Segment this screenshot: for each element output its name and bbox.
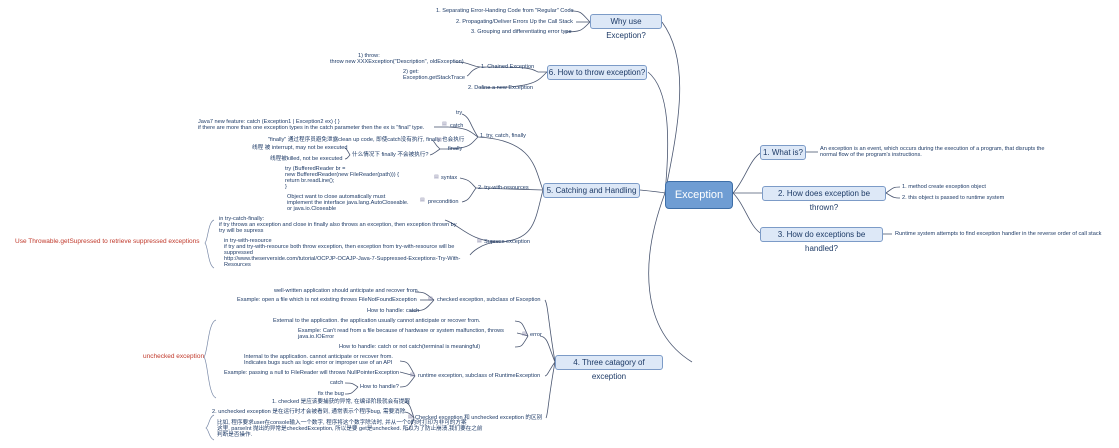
handled-text: Runtime system attempts to find exceptio…	[895, 231, 1102, 237]
error-line-1: External to the application. the applica…	[273, 318, 481, 324]
precondition-1: Object want to close automatically must	[287, 194, 386, 200]
how-to-handle: How to handle?	[360, 384, 399, 390]
supress-line-5: in try-with-resource	[224, 238, 272, 244]
why-item-3: 3. Grouping and differentiating error ty…	[471, 29, 572, 35]
syntax-code-2: new BufferedReader(new FileReader(path))…	[285, 172, 400, 178]
runtime-label: runtime exception, subclass of RuntimeEx…	[418, 373, 541, 379]
supress-line-9: Resources	[224, 262, 251, 268]
finally-when: 什么情况下 finally 不会被执行?	[352, 152, 429, 158]
try-with-resources: 2. try-with-resources	[478, 185, 529, 191]
note-icon: ▤	[437, 137, 442, 143]
error-line-4: How to handle: catch or not catch(termin…	[339, 344, 481, 350]
supress-line-7: suppressed	[224, 250, 253, 256]
checked-label: checked exception, subclass of Exception	[437, 297, 541, 303]
root-node[interactable]: Exception	[665, 181, 733, 209]
chained-exception: 1. Chained Exception	[481, 64, 535, 70]
supress-line-6: if try and try-with-resource both throw …	[224, 244, 455, 250]
handle-fix-bug: fix the bug	[318, 391, 344, 397]
category-node[interactable]: 4. Three catagory of exception	[555, 355, 663, 381]
runtime-line-3: Example: passing a null to FileReader wi…	[224, 370, 400, 376]
supress-line-3: try will be supress	[219, 228, 264, 234]
runtime-line-1: Internal to the application. cannot anti…	[244, 354, 393, 360]
note-icon: ▤	[410, 372, 415, 378]
precondition-3: or java.io.Closeable	[287, 206, 337, 212]
cu-line-4: 这里, parseInt 抛出的异常是checkedException, 所以是…	[217, 426, 483, 432]
supress-exception: Supress exception	[484, 239, 531, 245]
how-to-throw-node[interactable]: 6. How to throw exception?	[547, 65, 647, 80]
syntax-code-3: return br.readLine();	[285, 178, 335, 184]
how-handled-node[interactable]: 3. How do exceptions be handled?	[760, 227, 883, 253]
runtime-line-2: Indicates bugs such as logic error or im…	[244, 360, 393, 366]
what-is-node[interactable]: 1. What is?	[760, 145, 806, 160]
what-is-text-1: An exception is an event, which occurs d…	[820, 146, 1045, 152]
syntax-label: syntax	[441, 175, 458, 181]
checked-vs-unchecked: Checked exception 和 unchecked exception …	[415, 415, 543, 421]
note-icon: ▤	[522, 331, 527, 337]
thrown-item-1: 1. method create exception object	[902, 184, 986, 190]
why-item-2: 2. Propagating/Deliver Errors Up the Cal…	[456, 19, 573, 25]
error-label: error	[530, 332, 542, 338]
cu-line-3: 比如, 程序要求user在console输入一个数字, 程序将这个数字除法时, …	[217, 420, 467, 426]
checked-line-2: Example: open a file which is not existi…	[237, 297, 417, 303]
checked-line-1: well-written application should anticipa…	[274, 288, 420, 294]
supress-line-2: if try throws an exception and close in …	[219, 222, 457, 228]
how-thrown-node[interactable]: 2. How does exception be thrown?	[762, 186, 886, 212]
note-icon: ▤	[428, 296, 433, 302]
get-line-1: 2) get:	[403, 69, 419, 75]
throw-line-1: 1) throw:	[358, 53, 380, 59]
note-icon: ▤	[477, 238, 482, 244]
checked-line-3: How to handle: catch	[367, 308, 420, 314]
catching-node[interactable]: 5. Catching and Handling	[543, 183, 640, 198]
why-item-1: 1. Separating Error-Handing Code from "R…	[436, 8, 574, 14]
throw-line-2: throw new XXXException("Description", ol…	[330, 59, 464, 65]
unchecked-red-note: unchecked exception	[143, 353, 205, 360]
error-line-3: java.io.IOError	[298, 334, 335, 340]
syntax-code-4: }	[285, 184, 287, 190]
try-label: try	[456, 110, 463, 116]
note-icon: ▤	[408, 414, 413, 420]
precondition-label: precondition	[428, 199, 459, 205]
thrown-item-2: 2. this object is passed to runtime syst…	[902, 195, 1005, 201]
note-icon: ▤	[434, 174, 439, 180]
finally-label: finally	[448, 146, 463, 152]
precondition-2: implement the interface java.lang.AutoCl…	[287, 200, 409, 206]
why-node[interactable]: Why use Exception?	[590, 14, 662, 40]
note-icon: ▤	[420, 197, 425, 203]
handle-catch: catch	[330, 380, 344, 386]
catch-note-1: Java7 new feature: catch (Exception1 | E…	[198, 119, 340, 125]
note-icon: ▤	[442, 121, 447, 127]
cu-line-1: 1. checked 是应该要捕获的异常, 在编译阶段就会有提醒	[272, 399, 410, 405]
supress-line-1: in try-catch-finally:	[219, 216, 265, 222]
finally-note: "finally" 通过程序员避免泄露clean up code, 即使catc…	[268, 137, 465, 143]
syntax-code-1: try (BufferedReader br =	[285, 166, 346, 172]
finally-interrupt: 线程 被 interrupt, may not be executed	[252, 145, 348, 151]
supress-line-8: http://www.theserverside.com/tutorial/OC…	[224, 256, 461, 262]
finally-killed: 线程被killed, not be executed	[270, 156, 343, 162]
what-is-text-2: normal flow of the program's instruction…	[820, 152, 922, 158]
cu-line-2: 2. unchecked exception 是在运行时才会被看到, 通常表示个…	[212, 409, 406, 415]
define-exception: 2. Define a new Exception	[468, 85, 533, 91]
supressed-red-note: Use Throwable.getSupressed to retrieve s…	[15, 238, 200, 245]
error-line-2: Example: Can't read from a file because …	[298, 328, 504, 334]
try-catch-finally: 1. try, catch, finally	[480, 133, 526, 139]
catch-note-2: if there are more than one exception typ…	[198, 125, 425, 131]
catch-label: catch	[450, 123, 464, 129]
cu-line-5: 判断是否操作.	[217, 432, 253, 438]
get-line-2: Exception.getStackTrace	[403, 75, 465, 81]
